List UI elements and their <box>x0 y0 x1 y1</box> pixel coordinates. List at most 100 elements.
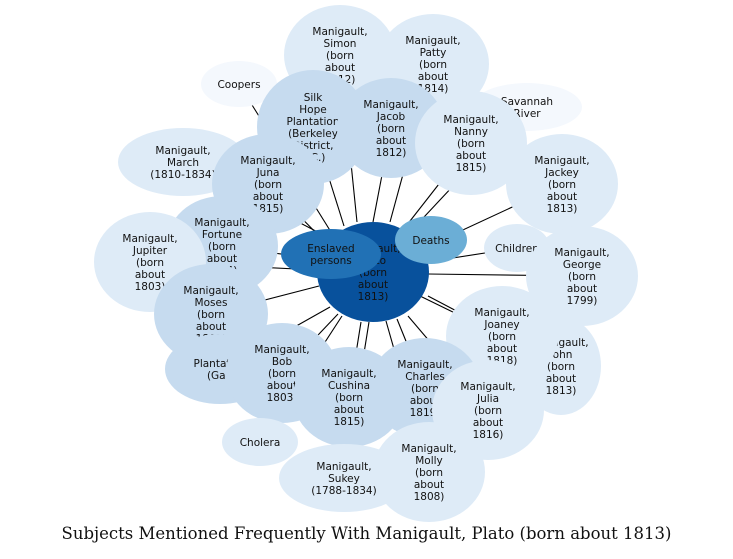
node-jupiter-label-line: (born <box>136 257 164 269</box>
node-moses-label-line: about <box>196 321 226 333</box>
node-julia-label-line: Julia <box>476 393 499 405</box>
node-john-label-line: 1813) <box>546 385 577 397</box>
node-coopers-label-line: Coopers <box>217 79 260 91</box>
node-cholera-label-line: Cholera <box>240 437 281 449</box>
node-george-label-line: (born <box>568 271 596 283</box>
node-enslaved-persons-label-line: Enslaved <box>307 243 354 255</box>
node-cholera-bubble[interactable] <box>222 418 298 466</box>
node-joaney-label-line: (born <box>488 331 516 343</box>
node-george-label-line: about <box>567 283 597 295</box>
node-nanny-label-line: Nanny <box>454 126 488 138</box>
node-bob-label-line: Manigault, <box>254 344 309 356</box>
node-molly-bubble[interactable] <box>373 422 485 522</box>
node-enslaved-persons-label-line: persons <box>310 255 351 267</box>
node-moses-label-line: Manigault, <box>183 285 238 297</box>
node-joaney-label-line: Joaney <box>483 319 519 331</box>
node-cushina-label-line: Manigault, <box>321 368 376 380</box>
node-nanny-label-line: about <box>456 150 486 162</box>
node-charles-label-line: Manigault, <box>397 359 452 371</box>
node-coopers-label: Coopers <box>217 79 260 91</box>
node-jupiter-label-line: Jupiter <box>132 245 168 257</box>
node-jackey-label-line: about <box>547 191 577 203</box>
node-deaths-label: Deaths <box>412 235 449 247</box>
node-coopers[interactable]: Coopers <box>201 61 277 107</box>
node-sukey-label-line: Manigault, <box>316 461 371 473</box>
node-fortune-label-line: Fortune <box>202 229 242 241</box>
node-sukey[interactable]: Manigault,Sukey(1788-1834) <box>279 444 409 512</box>
node-nanny-label-line: 1815) <box>456 162 487 174</box>
node-juna-label-line: (born <box>254 179 282 191</box>
node-sukey-bubble[interactable] <box>279 444 409 512</box>
node-patty-label-line: Manigault, <box>405 35 460 47</box>
node-silk-hope-label: SilkHopePlantation(BerkeleyDistrict,S.C.… <box>286 92 339 164</box>
node-george-bubble[interactable] <box>526 226 638 326</box>
node-sukey-label-line: Sukey <box>328 473 360 485</box>
node-deaths-bubble[interactable] <box>395 216 467 264</box>
node-nanny-bubble[interactable] <box>415 91 527 195</box>
node-molly-label-line: 1808) <box>414 491 445 503</box>
node-patty-label-line: (born <box>419 59 447 71</box>
node-jupiter-label-line: Manigault, <box>122 233 177 245</box>
node-deaths[interactable]: Deaths <box>395 216 467 264</box>
node-jupiter-label-line: 1803) <box>135 281 166 293</box>
node-center-label-line: about <box>358 279 388 291</box>
node-children-label: Children <box>495 243 539 255</box>
node-charles-label-line: (born <box>411 383 439 395</box>
node-julia-label-line: Manigault, <box>460 381 515 393</box>
node-savannah-river-label-line: Savannah <box>501 96 553 108</box>
node-simon-label-line: (born <box>326 50 354 62</box>
node-julia-label-line: (born <box>474 405 502 417</box>
node-bob-label-line: 1803) <box>267 392 298 404</box>
node-silk-hope-label-line: Silk <box>304 92 323 104</box>
node-nanny-label-line: (born <box>457 138 485 150</box>
node-sukey-label: Manigault,Sukey(1788-1834) <box>311 461 376 497</box>
node-george-label-line: 1799) <box>567 295 598 307</box>
node-cholera[interactable]: Cholera <box>222 418 298 466</box>
node-molly-label-line: Molly <box>415 455 443 467</box>
node-joaney-bubble[interactable] <box>446 286 558 386</box>
node-cushina-bubble[interactable] <box>293 347 405 447</box>
node-fortune-label-line: Manigault, <box>194 217 249 229</box>
node-bob-label-line: Bob <box>272 356 293 368</box>
node-patty-label-line: about <box>418 71 448 83</box>
node-jackey-label-line: (born <box>548 179 576 191</box>
node-cushina-label-line: 1815) <box>334 416 365 428</box>
node-jackey-label-line: 1813) <box>547 203 578 215</box>
node-jupiter-label-line: about <box>135 269 165 281</box>
node-jackey-bubble[interactable] <box>506 134 618 234</box>
node-silk-hope-label-line: Plantation <box>286 116 339 128</box>
node-charles-label-line: Charles <box>405 371 445 383</box>
node-joaney-label-line: Manigault, <box>474 307 529 319</box>
node-children-label-line: Children <box>495 243 539 255</box>
node-enslaved-persons-bubble[interactable] <box>281 229 381 279</box>
node-sukey-label-line: (1788-1834) <box>311 485 376 497</box>
node-coopers-bubble[interactable] <box>201 61 277 107</box>
node-cushina-label-line: about <box>334 404 364 416</box>
node-molly-label-line: Manigault, <box>401 443 456 455</box>
node-layer: Manigault,Simon(bornabout1812)Manigault,… <box>94 5 638 522</box>
node-silk-hope-label-line: Hope <box>299 104 326 116</box>
node-simon-label-line: about <box>325 62 355 74</box>
node-juna-label-line: Manigault, <box>240 155 295 167</box>
node-march-label: Manigault,March(1810-1834) <box>150 145 215 181</box>
node-jacob-label-line: about <box>376 135 406 147</box>
node-juna-label-line: about <box>253 191 283 203</box>
